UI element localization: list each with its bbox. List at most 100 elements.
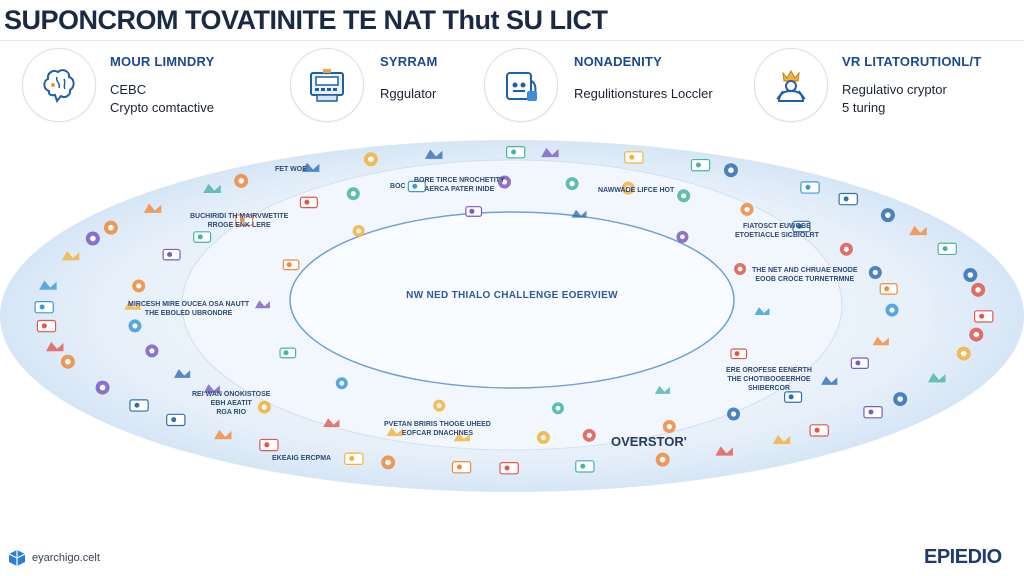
ring-node-icon — [85, 231, 100, 246]
ring-node-icon — [850, 357, 869, 370]
ring-label: PVETAN BRIRIS THOGE UHEED EOFCAR DNACHNE… — [384, 421, 491, 437]
ring-node-icon — [885, 303, 899, 317]
ring-node-icon — [621, 181, 635, 195]
ring-node-icon — [129, 399, 149, 412]
ring-node-icon — [963, 268, 978, 283]
category-card-1[interactable]: MOUR LIMNDRY CEBC Crypto comtactive — [22, 48, 262, 128]
center-ring — [289, 211, 735, 389]
ring-node-icon — [381, 455, 396, 470]
ring-node-icon — [541, 147, 559, 158]
ring-node-icon — [582, 428, 596, 442]
ring-node-icon — [662, 420, 676, 434]
ring-label: EKEAIG ERCPMA — [272, 455, 332, 462]
ring-node-icon — [690, 158, 711, 172]
ring-node-icon — [124, 301, 141, 310]
category-card-4[interactable]: VR LITATORUTIONL/T Regulativo cryptor 5 … — [754, 48, 1016, 128]
category-line: Regulitionstures Loccler — [574, 86, 713, 101]
ring-node-icon — [145, 344, 159, 358]
ring-diagram — [0, 140, 1024, 492]
category-line: CEBC — [110, 82, 147, 97]
ring-node-icon — [162, 248, 181, 261]
category-title: VR LITATORUTIONL/T — [842, 54, 982, 69]
ring-node-icon — [279, 347, 297, 359]
ring-node-icon — [879, 283, 898, 295]
ring-node-icon — [909, 225, 927, 236]
ring-node-icon — [61, 251, 80, 261]
ring-node-icon — [193, 231, 212, 243]
ring-label: BUCHIRIDI TH MAIRVWETITE RROGE ENK LERE — [190, 213, 289, 229]
ring-node-icon — [715, 446, 733, 456]
ring-node-icon — [809, 424, 829, 437]
footer-brand: EPIEDIO — [924, 546, 1002, 568]
ring-node-icon — [453, 432, 470, 442]
ring-node-icon — [654, 385, 670, 394]
overview-label: OVERSTOR' — [611, 434, 687, 449]
ring-label: BOC — [390, 183, 406, 190]
ring-node-icon — [132, 279, 146, 293]
ring-node-icon — [465, 206, 483, 217]
ring-node-icon — [863, 406, 883, 419]
atm-machine-icon — [310, 69, 344, 102]
category-line: Crypto comtactive — [110, 100, 215, 115]
ring-node-icon — [624, 151, 644, 164]
ring-node-icon — [451, 461, 472, 474]
ring-node-icon — [254, 300, 270, 309]
ring-node-icon — [734, 263, 747, 276]
ring-node-icon — [677, 189, 691, 203]
ring-node-icon — [39, 280, 57, 290]
ring-node-icon — [259, 438, 279, 452]
ring-node-icon — [36, 319, 57, 333]
category-title: SYRRAM — [380, 54, 438, 69]
ring-node-icon — [166, 413, 186, 427]
crown-figure-icon — [776, 69, 806, 102]
ring-node-icon — [203, 384, 220, 393]
ring-node-icon — [838, 192, 858, 206]
ring-node-icon — [551, 402, 564, 415]
ring-node-icon — [282, 259, 300, 271]
ring-node-icon — [143, 203, 162, 213]
ring-node-icon — [352, 225, 365, 238]
ring-label: FIATOSCT EUWOBE ETOETIACLE SICBIOLRT — [735, 223, 819, 239]
ring-label: BORE TIRCE NROCHETITY AERCA PATER INIDE — [414, 177, 505, 193]
ring-node-icon — [497, 175, 511, 189]
ring-node-icon — [103, 220, 118, 235]
category-title: MOUR LIMNDRY — [110, 54, 215, 69]
ring-node-icon — [575, 460, 595, 473]
ring-node-icon — [821, 376, 838, 385]
ring-node-icon — [34, 301, 54, 314]
ring-label: MIRCESH MIRE OUCEA OSA NAUTT THE EBOLED … — [128, 301, 250, 317]
ring-node-icon — [203, 183, 221, 194]
category-icon-circle — [22, 48, 96, 122]
ring-node-icon — [772, 434, 791, 445]
ring-node-icon — [655, 452, 670, 467]
footer-domain: eyarchigo.celt — [32, 552, 100, 564]
ring-node-icon — [214, 429, 232, 440]
brand-cube-icon — [8, 550, 26, 566]
ring-node-icon — [386, 427, 403, 437]
ring-node-icon — [893, 392, 908, 407]
page-title: SUPONCROM TOVATINITE TE NAT Thut SU LICT — [4, 5, 608, 35]
ring-node-icon — [301, 162, 320, 172]
ring-node-icon — [499, 462, 519, 475]
ring-node-icon — [839, 242, 853, 256]
ring-node-icon — [128, 319, 142, 333]
ring-node-icon — [792, 220, 811, 233]
category-icon-circle — [754, 48, 828, 122]
ring-nodes — [34, 146, 994, 475]
ring-node-icon — [60, 354, 75, 369]
category-card-3[interactable]: NONADENITY Regulitionstures Loccler — [484, 48, 754, 128]
ring-node-icon — [506, 146, 526, 159]
ring-node-icon — [571, 209, 587, 218]
ring-node-icon — [754, 307, 770, 316]
category-card-2[interactable]: SYRRAM Rggulator — [290, 48, 470, 128]
ring-node-icon — [800, 181, 820, 194]
ring-node-icon — [235, 214, 254, 226]
ring-node-icon — [173, 369, 191, 378]
ring-node-icon — [784, 391, 803, 403]
ring-node-icon — [344, 452, 364, 465]
ring-node-icon — [433, 399, 446, 412]
ring-label: NAWWADE LIFCE HOT — [598, 187, 675, 194]
ring-node-icon — [424, 149, 443, 159]
category-line: Regulativo cryptor — [842, 82, 947, 97]
document-robot-icon — [506, 72, 537, 101]
